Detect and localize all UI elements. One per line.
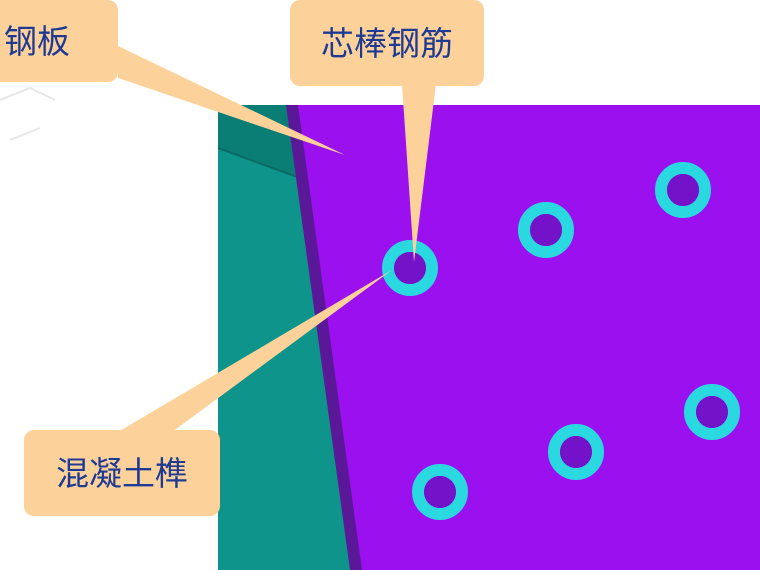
core-rebar-ring — [548, 424, 604, 480]
steel-plate-edge — [286, 105, 362, 570]
faint-sketch-lines — [0, 86, 56, 141]
callout-concrete-tenon: 混凝土榫 — [24, 430, 220, 516]
steel-plate — [292, 105, 760, 570]
callout-steel-plate: 钢板 — [0, 0, 118, 82]
steel-plate-pointer — [118, 46, 345, 155]
label-concrete-tenon: 混凝土榫 — [56, 453, 188, 493]
core-rebar-ring — [518, 202, 574, 258]
label-steel-plate: 钢板 — [4, 21, 70, 61]
core-rebar-ring — [684, 384, 740, 440]
core-rebar-ring — [412, 464, 468, 520]
concrete-tenon-pointer — [118, 270, 392, 432]
callout-core-rebar: 芯棒钢筋 — [290, 0, 484, 86]
concrete-edge — [217, 147, 301, 179]
core-rebar-ring — [655, 162, 711, 218]
core-rebar-ring — [382, 240, 438, 296]
core-rebar-pointer — [402, 84, 436, 262]
label-core-rebar: 芯棒钢筋 — [321, 23, 453, 63]
concrete-top-face — [218, 105, 300, 178]
